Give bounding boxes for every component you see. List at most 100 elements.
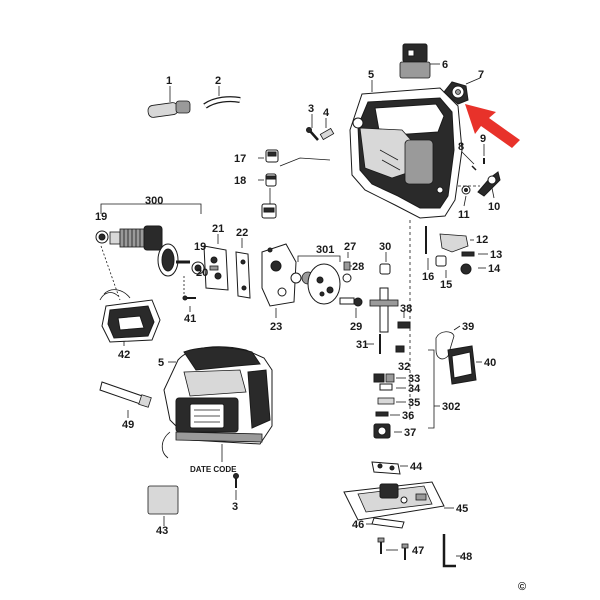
- label-22: 22: [236, 227, 248, 239]
- label-46: 46: [352, 519, 364, 531]
- label-1: 1: [166, 75, 172, 87]
- label-301: 301: [316, 244, 334, 256]
- part-43-label-plate: [147, 485, 179, 526]
- part-1-cord-guard: [147, 86, 191, 118]
- part-3-lower-screw: [233, 473, 239, 500]
- label-17: 17: [234, 153, 246, 165]
- label-38: 38: [400, 303, 412, 315]
- part-22-bracket: [235, 238, 251, 299]
- label-32: 32: [398, 361, 410, 373]
- label-40: 40: [484, 357, 496, 369]
- part-36-plate: [375, 411, 400, 417]
- part-8-spring: [461, 151, 477, 171]
- label-19-left: 19: [95, 211, 107, 223]
- label-5: 5: [368, 69, 374, 81]
- part-23-support-plate: [261, 243, 297, 318]
- label-5-tool: 5: [158, 357, 164, 369]
- red-arrow-icon: [465, 104, 520, 148]
- part-16-rod: [409, 220, 429, 420]
- label-23: 23: [270, 321, 282, 333]
- part-48-hex-key: [442, 534, 462, 568]
- label-2: 2: [215, 75, 221, 87]
- part-17-brush-holder: [258, 149, 279, 163]
- label-34: 34: [408, 383, 421, 395]
- label-13: 13: [490, 249, 502, 261]
- label-3-lower: 3: [232, 501, 238, 513]
- part-6-switch: [399, 43, 440, 79]
- label-16: 16: [422, 271, 434, 283]
- label-37: 37: [404, 427, 416, 439]
- part-7-speed-dial: [443, 77, 481, 105]
- part-29-bushing: [339, 297, 363, 318]
- part-2-power-cord: [203, 86, 241, 109]
- part-35-shim: [377, 397, 406, 405]
- label-9: 9: [480, 133, 486, 145]
- label-30: 30: [379, 241, 391, 253]
- part-5-housing-half: [349, 80, 463, 219]
- part-18-carbon-brush: [258, 173, 277, 187]
- part-39-guard-wire: [435, 325, 461, 360]
- assembled-jigsaw: [161, 346, 273, 459]
- part-labels: 1 2 3 4 5 6 7 8 9 10 11 12 13 14 15 16 1…: [95, 59, 526, 593]
- label-49: 49: [122, 419, 134, 431]
- label-302: 302: [442, 401, 460, 413]
- label-14: 14: [488, 263, 501, 275]
- part-4-cord-clamp: [319, 118, 335, 141]
- label-28: 28: [352, 261, 364, 273]
- part-19-bearing-right: [191, 261, 205, 275]
- label-21: 21: [212, 223, 224, 235]
- part-32-clip: [395, 345, 405, 353]
- label-36: 36: [402, 410, 414, 422]
- part-15-pin: [435, 255, 447, 278]
- part-21-gear-plate: [203, 234, 229, 291]
- label-3: 3: [308, 103, 314, 115]
- label-41: 41: [184, 313, 196, 325]
- label-8: 8: [458, 141, 464, 153]
- part-12-blade-clamp: [439, 233, 474, 253]
- part-300-armature: [95, 225, 190, 277]
- label-300: 300: [145, 195, 163, 207]
- part-11-washer: [461, 185, 471, 207]
- label-7: 7: [478, 69, 484, 81]
- part-40-dust-cover: [447, 345, 482, 385]
- part-42-field-coil: [99, 289, 161, 346]
- part-30-roller: [379, 252, 391, 275]
- part-41-screw: [182, 295, 196, 312]
- label-31: 31: [356, 339, 368, 351]
- label-29: 29: [350, 321, 362, 333]
- part-44-bracket: [371, 461, 408, 475]
- label-47: 47: [412, 545, 424, 557]
- part-49-saw-blade: [99, 381, 152, 418]
- label-4: 4: [323, 107, 330, 119]
- label-33: 33: [408, 373, 420, 385]
- part-47-screws: [377, 537, 409, 560]
- label-12: 12: [476, 234, 488, 246]
- part-3-screw: [306, 114, 319, 141]
- label-35: 35: [408, 397, 420, 409]
- armature-windings: [123, 229, 141, 247]
- label-39: 39: [462, 321, 474, 333]
- label-20: 20: [196, 267, 208, 279]
- label-19-right: 19: [194, 241, 206, 253]
- label-44: 44: [410, 461, 423, 473]
- part-31-rod: [366, 334, 381, 354]
- label-45: 45: [456, 503, 468, 515]
- date-code-note: DATE CODE: [190, 465, 237, 474]
- part-37-roller-assembly: [373, 423, 402, 439]
- label-15: 15: [440, 279, 452, 291]
- label-42: 42: [118, 349, 130, 361]
- label-48: 48: [460, 551, 472, 563]
- part-34-spacer: [379, 383, 406, 391]
- blade-clamp-bracket: [428, 349, 440, 429]
- part-27-pin: [343, 252, 351, 271]
- label-43: 43: [156, 525, 168, 537]
- part-45-base-shoe: [343, 481, 454, 521]
- copyright-symbol: ©: [518, 581, 526, 593]
- part-13-screw: [461, 251, 488, 257]
- plunger-rod: [369, 287, 399, 333]
- part-10-lever: [477, 171, 501, 199]
- armature-bracket: [100, 203, 202, 214]
- part-14-knob: [460, 263, 486, 275]
- brush-assembly-lower: [261, 188, 277, 219]
